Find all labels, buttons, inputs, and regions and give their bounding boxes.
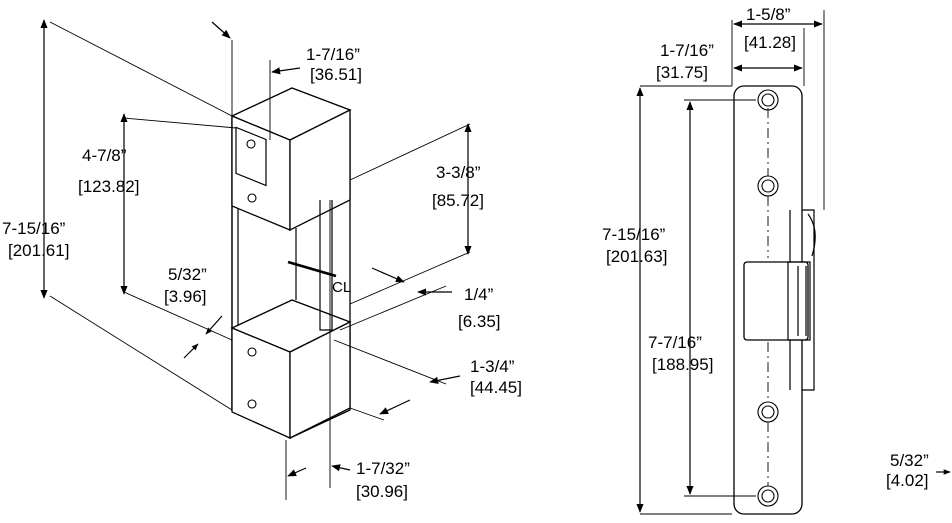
keeper-opening <box>743 261 809 341</box>
dim-plate-width-in: 1-7/16” <box>660 41 714 60</box>
dim-hole-spacing-in: 7-7/16” <box>648 333 702 352</box>
dim-overall-width-mm: [41.28] <box>744 33 796 52</box>
dim-depth-in: 1-3/4” <box>470 357 515 376</box>
dim-thickness-in: 5/32” <box>890 451 929 470</box>
isometric-view: 1-7/16” [36.51] 4-7/8” [123.82] 7-15/16”… <box>2 19 522 501</box>
iso-upper-box-side <box>289 108 351 232</box>
centerline-label: CL <box>332 279 351 296</box>
mounting-hole-icon <box>757 401 779 423</box>
front-view: 1-5/8” [41.28] 1-7/16” [31.75] 7-15/16” … <box>602 5 825 515</box>
dim-overall-height-in: 7-15/16” <box>2 219 66 238</box>
dim-overall-height-mm: [201.61] <box>8 241 69 260</box>
dim-upper-height-in: 4-7/8” <box>82 146 127 165</box>
side-view: 5/32” [4.02] <box>886 451 951 490</box>
dim-depth-mm: [44.45] <box>470 378 522 397</box>
dim-overall-width-in: 1-5/8” <box>746 5 791 24</box>
screw-icon <box>247 193 257 203</box>
screw-icon <box>247 347 257 357</box>
dim-offset-in: 1/4” <box>464 285 494 304</box>
screw-icon <box>246 139 256 149</box>
dim-plate-width-mm: [31.75] <box>656 63 708 82</box>
dim-opening-in: 3-3/8” <box>436 163 481 182</box>
dim-opening-mm: [85.72] <box>432 191 484 210</box>
dim-upper-height-mm: [123.82] <box>78 177 139 196</box>
dim-top-width-in: 1-7/16” <box>306 45 360 64</box>
dim-top-width-mm: [36.51] <box>310 65 362 84</box>
mounting-hole-icon <box>757 485 779 507</box>
dim-hole-spacing-mm: [188.95] <box>652 355 713 374</box>
dim-front-overall-height-in: 7-15/16” <box>602 225 666 244</box>
dim-front-overall-height-mm: [201.63] <box>606 247 667 266</box>
dim-offset-mm: [6.35] <box>458 312 501 331</box>
mounting-hole-icon <box>757 175 779 197</box>
dim-face-in: 1-7/32” <box>356 459 410 478</box>
screw-icon <box>247 399 257 409</box>
mounting-hole-icon <box>757 89 779 111</box>
dim-face-mm: [30.96] <box>356 482 408 501</box>
dim-lip-mm: [3.96] <box>164 287 207 306</box>
dim-thickness-mm: [4.02] <box>886 471 929 490</box>
dim-lip-in: 5/32” <box>168 265 207 284</box>
